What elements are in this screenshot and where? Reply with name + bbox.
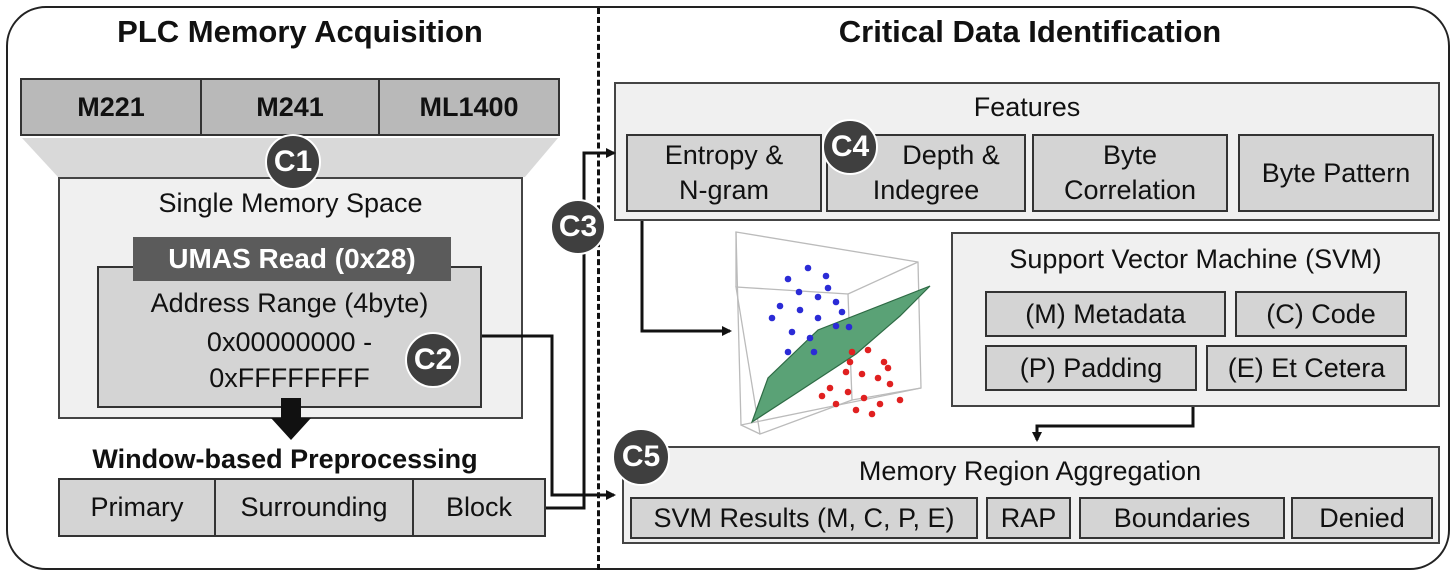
feature-byte-pattern: Byte Pattern bbox=[1238, 134, 1434, 212]
svm-class-etcetera: (E) Et Cetera bbox=[1206, 345, 1407, 391]
blue-point bbox=[795, 288, 803, 296]
red-point bbox=[864, 346, 872, 354]
window-primary: Primary bbox=[58, 478, 216, 537]
blue-point bbox=[814, 293, 822, 301]
down-arrow-icon bbox=[271, 398, 311, 440]
feature-label-line1: Depth & bbox=[902, 140, 1000, 171]
address-range-label: Address Range (4byte) bbox=[150, 288, 429, 318]
aggregation-rap: RAP bbox=[986, 497, 1071, 539]
blue-point bbox=[832, 322, 840, 330]
umas-read-label: UMAS Read (0x28) bbox=[133, 237, 451, 281]
blue-point bbox=[784, 275, 792, 283]
window-block: Block bbox=[412, 478, 546, 537]
red-point bbox=[860, 394, 868, 402]
plc-m241: M241 bbox=[200, 78, 380, 136]
connector-svm-aggregation bbox=[1032, 407, 1195, 442]
window-surrounding: Surrounding bbox=[214, 478, 414, 537]
blue-point bbox=[814, 314, 822, 322]
feature-byte-correlation: Byte Correlation bbox=[1032, 134, 1228, 212]
blue-points bbox=[768, 264, 853, 356]
section-divider bbox=[597, 8, 600, 570]
outer-frame bbox=[6, 6, 1450, 570]
blue-point bbox=[822, 272, 830, 280]
feature-label-line1: Entropy & bbox=[664, 140, 784, 171]
red-point bbox=[880, 358, 888, 366]
blue-point bbox=[845, 323, 853, 331]
plc-m221: M221 bbox=[20, 78, 202, 136]
blue-point bbox=[776, 302, 784, 310]
critical-data-title: Critical Data Identification bbox=[838, 14, 1222, 49]
red-point bbox=[874, 374, 882, 382]
feature-label-line1: Byte bbox=[1102, 140, 1158, 171]
red-point bbox=[884, 364, 892, 372]
red-point bbox=[852, 406, 860, 414]
red-points bbox=[818, 346, 904, 418]
aggregation-denied: Denied bbox=[1291, 497, 1433, 539]
svm-class-code: (C) Code bbox=[1235, 291, 1407, 337]
badge-c2: C2 bbox=[405, 332, 461, 388]
connector-c2 bbox=[482, 334, 616, 500]
red-point bbox=[848, 348, 856, 356]
blue-point bbox=[784, 348, 792, 356]
svm-3d-plot bbox=[735, 231, 922, 435]
svm-title: Support Vector Machine (SVM) bbox=[1009, 244, 1382, 274]
blue-point bbox=[788, 328, 796, 336]
badge-c3: C3 bbox=[550, 199, 606, 255]
window-preprocessing-title: Window-based Preprocessing bbox=[92, 444, 478, 474]
red-point bbox=[858, 370, 866, 378]
svm-class-metadata: (M) Metadata bbox=[985, 291, 1226, 337]
svm-class-padding: (P) Padding bbox=[985, 345, 1197, 391]
feature-label-line2: Correlation bbox=[1063, 175, 1197, 205]
feature-label-line2: Indegree bbox=[872, 175, 980, 205]
badge-c5: C5 bbox=[612, 428, 670, 486]
features-title: Features bbox=[973, 92, 1081, 122]
red-point bbox=[868, 410, 876, 418]
badge-c4: C4 bbox=[822, 119, 878, 175]
plc-acquisition-title: PLC Memory Acquisition bbox=[117, 14, 483, 49]
blue-point bbox=[768, 314, 776, 322]
red-point bbox=[826, 384, 834, 392]
connector-features-plot bbox=[640, 221, 732, 336]
red-point bbox=[832, 400, 840, 408]
red-point bbox=[844, 388, 852, 396]
feature-entropy-ngram: Entropy & N-gram bbox=[626, 134, 822, 212]
aggregation-title: Memory Region Aggregation bbox=[858, 456, 1202, 486]
blue-point bbox=[832, 298, 840, 306]
svm-hyperplane bbox=[750, 285, 931, 424]
blue-point bbox=[804, 264, 812, 272]
red-point bbox=[896, 396, 904, 404]
address-start: 0x00000000 - bbox=[206, 326, 373, 357]
blue-point bbox=[838, 308, 846, 316]
red-point bbox=[886, 380, 894, 388]
red-point bbox=[846, 358, 854, 366]
blue-point bbox=[806, 334, 814, 342]
red-point bbox=[842, 368, 850, 376]
blue-point bbox=[796, 306, 804, 314]
blue-point bbox=[824, 284, 832, 292]
address-end: 0xFFFFFFFF bbox=[209, 363, 370, 394]
plc-ml1400: ML1400 bbox=[378, 78, 560, 136]
badge-c1: C1 bbox=[265, 134, 321, 190]
aggregation-svm-results: SVM Results (M, C, P, E) bbox=[630, 497, 978, 539]
red-point bbox=[818, 392, 826, 400]
single-memory-space-label: Single Memory Space bbox=[158, 188, 423, 218]
blue-point bbox=[810, 348, 818, 356]
feature-label-line2: N-gram bbox=[678, 175, 769, 205]
connector-block bbox=[546, 148, 616, 510]
red-point bbox=[876, 400, 884, 408]
aggregation-boundaries: Boundaries bbox=[1079, 497, 1285, 539]
